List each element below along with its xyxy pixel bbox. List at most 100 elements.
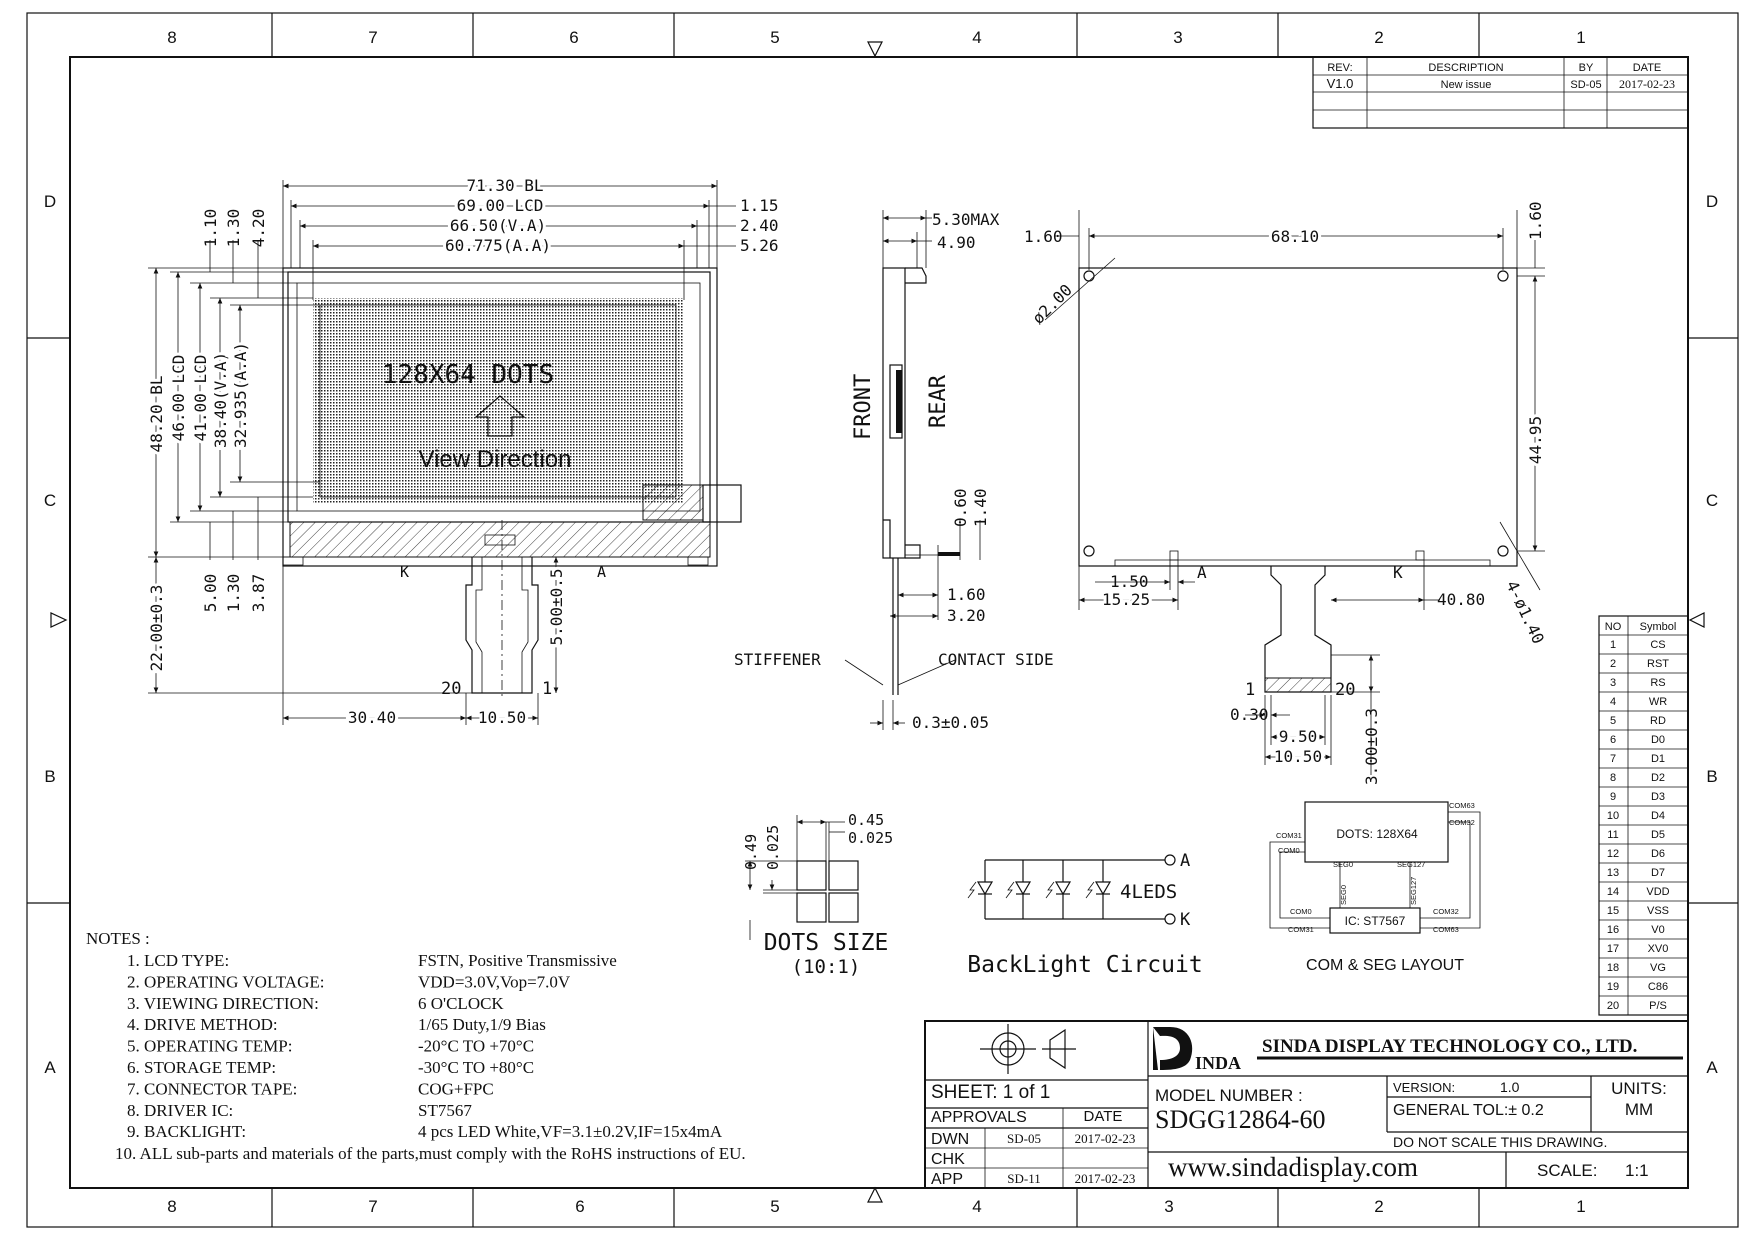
zone-col-5: 5 xyxy=(770,28,779,47)
zone-col-2: 2 xyxy=(1374,28,1383,47)
dim-1-50: 1.50 xyxy=(1110,572,1149,591)
dim-5-00-fpc: 5.00±0.5 xyxy=(547,568,566,645)
units-label: UNITS: xyxy=(1611,1079,1667,1098)
svg-text:22.00±0.3: 22.00±0.3 xyxy=(147,585,166,672)
pin-symbol: D4 xyxy=(1651,810,1665,822)
note-label: 2. OPERATING VOLTAGE: xyxy=(127,972,324,991)
zone-col-4-bottom: 4 xyxy=(972,1197,981,1216)
pin-number: 19 xyxy=(1607,981,1619,993)
dim-0-45: 0.45 xyxy=(848,811,884,829)
dim-1-60-side: 1.60 xyxy=(947,585,986,604)
dim-1-30-top: 1.30 xyxy=(224,209,243,248)
svg-text:41.00 LCD: 41.00 LCD xyxy=(191,355,210,442)
sinda-logo: INDA xyxy=(1153,1027,1683,1073)
notes-title: NOTES : xyxy=(86,929,150,948)
pin-symbol: P/S xyxy=(1649,1000,1667,1012)
pin-number: 3 xyxy=(1610,677,1616,689)
dwn-date: 2017-02-23 xyxy=(1075,1131,1136,1146)
dots-size-title: DOTS SIZE xyxy=(764,930,889,956)
front-view: 128X64 DOTS View Direction K A 20 1 71.3… xyxy=(144,173,779,730)
dim-3-87: 3.87 xyxy=(249,574,268,613)
svg-text:5.00±0.5: 5.00±0.5 xyxy=(547,568,566,645)
dim-30-40: 30.40 xyxy=(348,708,396,727)
pin-number: 10 xyxy=(1607,810,1619,822)
dim-1-60-rear-right: 1.60 xyxy=(1526,201,1545,240)
rear-label: REAR xyxy=(926,374,951,428)
note-value: 4 pcs LED White,VF=3.1±0.2V,IF=15x4mA xyxy=(418,1122,723,1141)
dim-3-00: 3.00±0.3 xyxy=(1362,708,1381,785)
model-number: SDGG12864-60 xyxy=(1155,1105,1325,1134)
rear-pin-a: A xyxy=(1197,563,1207,582)
dim-71-30-bl: 71.30 BL xyxy=(466,176,543,195)
app-date: 2017-02-23 xyxy=(1075,1171,1136,1186)
dots-size-scale: (10:1) xyxy=(792,956,861,978)
dim-68-10: 68.10 xyxy=(1271,227,1319,246)
pin-com32-top: COM32 xyxy=(1449,818,1475,827)
revision-table: REV: DESCRIPTION BY DATE V1.0 New issue … xyxy=(1312,56,1689,129)
contact-side-label: CONTACT SIDE xyxy=(938,650,1054,669)
pin-com32-ic: COM32 xyxy=(1433,907,1459,916)
note-label: 1. LCD TYPE: xyxy=(127,951,229,970)
general-tolerance: GENERAL TOL:± 0.2 xyxy=(1393,1102,1544,1119)
pin-symbol: CS xyxy=(1650,639,1665,651)
zone-col-2-bottom: 2 xyxy=(1374,1197,1383,1216)
pin-number: 20 xyxy=(1607,1000,1619,1012)
svg-text:30.40: 30.40 xyxy=(348,708,396,727)
pin-com0-ic: COM0 xyxy=(1290,907,1312,916)
pin-com63-top: COM63 xyxy=(1449,801,1475,810)
pin-symbol: D3 xyxy=(1651,791,1665,803)
zone-row-d: D xyxy=(44,192,56,211)
note-label: 7. CONNECTOR TAPE: xyxy=(127,1079,297,1098)
zone-col-4: 4 xyxy=(972,28,981,47)
backlight-k-label: K xyxy=(1180,910,1191,930)
zone-col-6-bottom: 6 xyxy=(575,1197,584,1216)
pin-number: 16 xyxy=(1607,924,1619,936)
svg-text:46.00 LCD: 46.00 LCD xyxy=(169,355,188,442)
zone-col-7-bottom: 7 xyxy=(368,1197,377,1216)
title-block: INDA SINDA DISPLAY TECHNOLOGY CO., LTD. … xyxy=(924,1020,1689,1189)
projection-symbol xyxy=(980,1024,1076,1074)
svg-text:48.20 BL: 48.20 BL xyxy=(147,375,166,452)
scale-value: 1:1 xyxy=(1625,1161,1649,1180)
units-value: MM xyxy=(1625,1100,1653,1119)
model-number-label: MODEL NUMBER : xyxy=(1155,1086,1303,1105)
by-header: BY xyxy=(1579,62,1594,74)
front-label: FRONT xyxy=(851,374,876,440)
rear-view: 1.60 68.10 68.10 1.60 ø2.00 44.95 44.95 … xyxy=(1024,201,1548,785)
zone-row-c-right: C xyxy=(1706,491,1718,510)
dim-69-00-lcd: 69.00 LCD xyxy=(457,196,544,215)
dots-label: 128X64 DOTS xyxy=(382,360,554,390)
description-value: New issue xyxy=(1441,79,1492,91)
approvals-label: APPROVALS xyxy=(931,1109,1027,1126)
dwn-label: DWN xyxy=(931,1131,969,1148)
pin-symbol: C86 xyxy=(1648,981,1668,993)
dim-0-60: 0.60 xyxy=(951,488,970,527)
company-name: SINDA DISPLAY TECHNOLOGY CO., LTD. xyxy=(1262,1036,1637,1057)
zone-col-6: 6 xyxy=(569,28,578,47)
logo-text: INDA xyxy=(1195,1053,1241,1073)
dim-0-30: 0.30 xyxy=(1230,705,1269,724)
pin-symbol: VG xyxy=(1650,962,1666,974)
note-label: 9. BACKLIGHT: xyxy=(127,1122,246,1141)
sheet-label: SHEET: 1 of 1 xyxy=(931,1082,1050,1103)
dim-32-935-aa: 32.935(A.A) xyxy=(231,342,250,448)
backlight-a-label: A xyxy=(1180,851,1190,871)
rear-pin-k: K xyxy=(1393,563,1403,582)
svg-text:44.95: 44.95 xyxy=(1526,416,1545,464)
pin-symbol: D0 xyxy=(1651,734,1665,746)
dim-4-90: 4.90 xyxy=(937,233,976,252)
dim-22-00: 22.00±0.3 xyxy=(147,585,166,672)
side-view: FRONT REAR 5.30MAX 4.90 0.60 1.40 1.60 3… xyxy=(734,210,1054,732)
pin-a-label: A xyxy=(597,563,606,581)
pin-symbol: V0 xyxy=(1651,924,1664,936)
dim-5-26: 5.26 xyxy=(740,236,779,255)
dots-128x64-label: DOTS: 128X64 xyxy=(1336,827,1418,841)
pin-seg127-ic: SEG127 xyxy=(1409,877,1418,905)
description-header: DESCRIPTION xyxy=(1428,62,1503,74)
dim-holes-1-40: 4-ø1.40 xyxy=(1502,578,1548,647)
chk-label: CHK xyxy=(931,1151,965,1168)
pin-com63-ic: COM63 xyxy=(1433,925,1459,934)
pin-number: 4 xyxy=(1610,696,1616,708)
